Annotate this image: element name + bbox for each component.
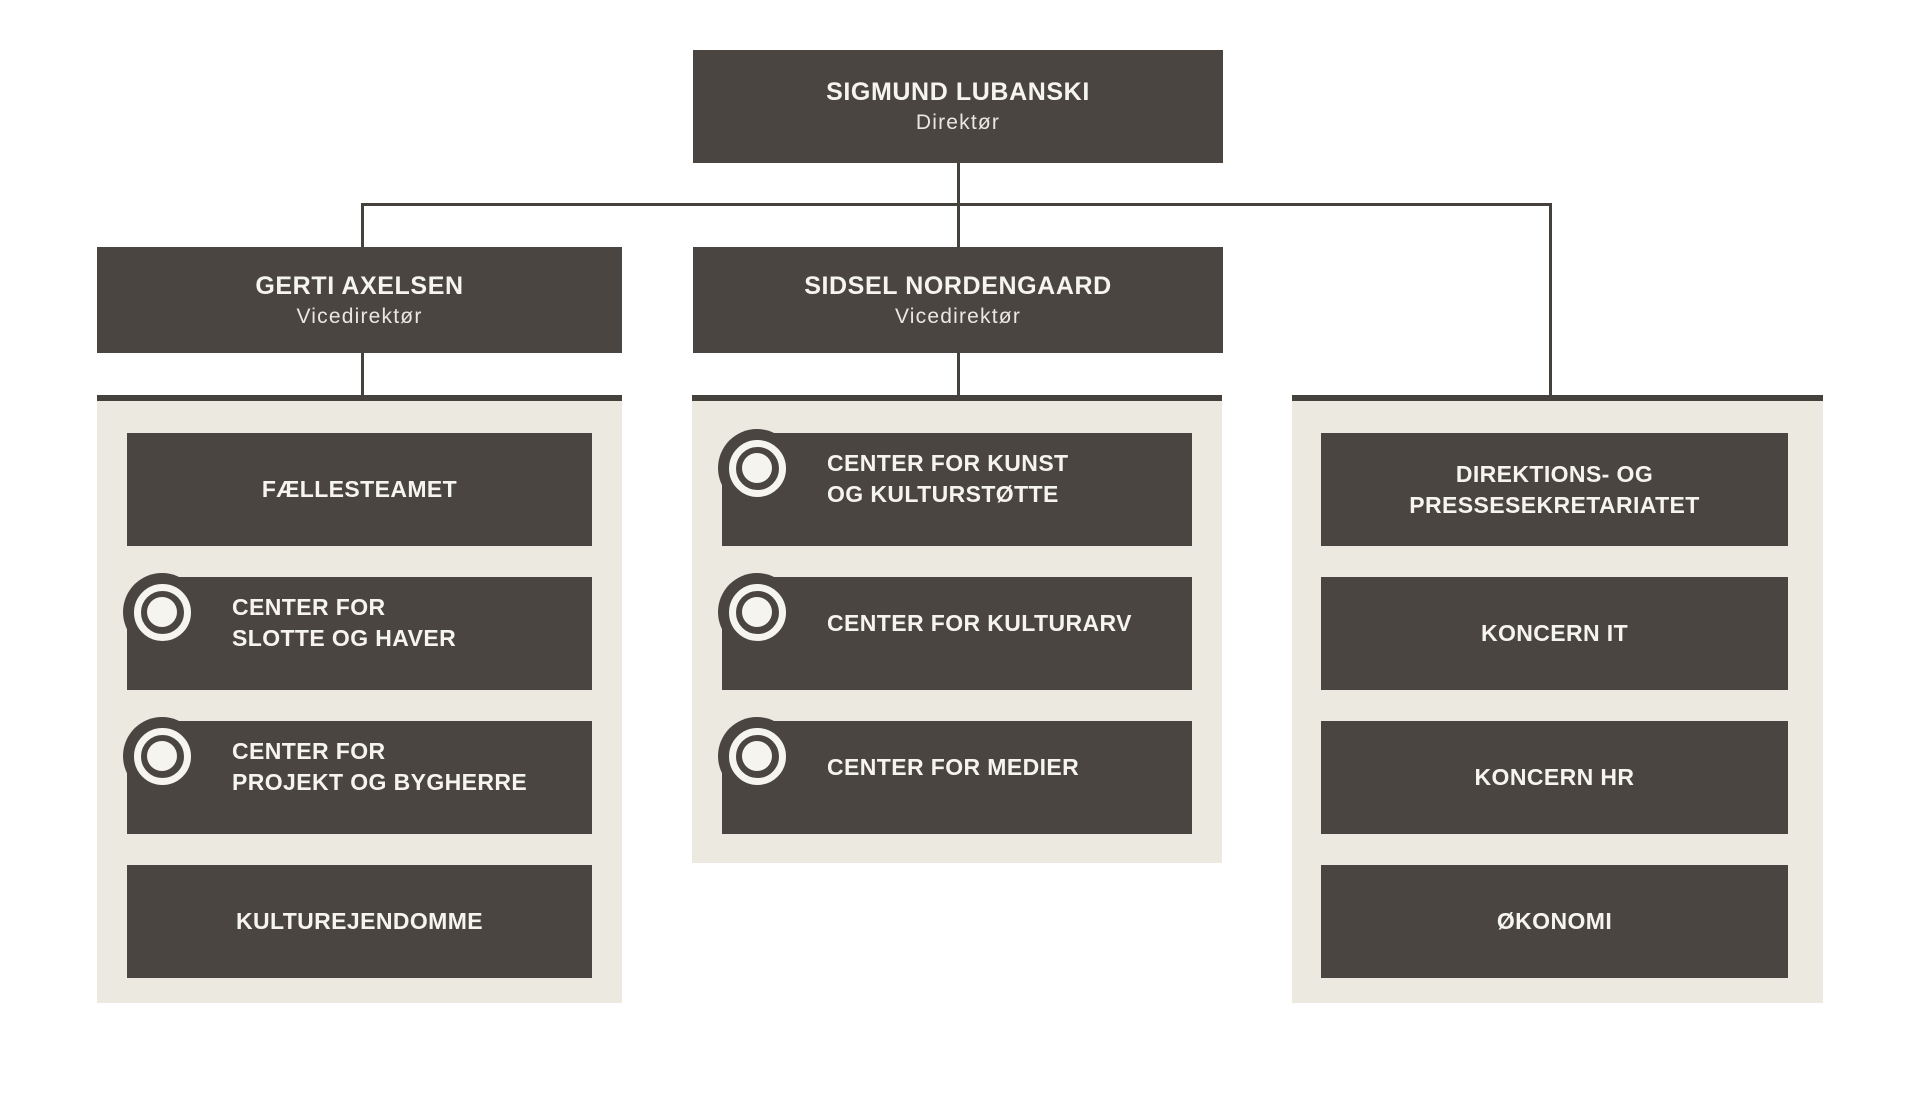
vicedirector-2-title: Vicedirektør (894, 304, 1022, 328)
center-bullseye-icon (123, 717, 201, 795)
unit-label: CENTER FOR PROJEKT OG BYGHERRE (232, 738, 528, 795)
unit-oekonomi: ØKONOMI (1321, 865, 1788, 978)
director-title: Direktør (915, 111, 1001, 134)
panel-column-1: FÆLLESTEAMET CENTER FOR SLOTTE OG HAVER … (97, 395, 622, 1003)
unit-label: KULTUREJENDOMME (235, 908, 484, 934)
unit-label: KONCERN HR (1474, 764, 1635, 790)
unit-label: CENTER FOR KUNST OG KULTURSTØTTE (827, 450, 1069, 507)
unit-label: CENTER FOR KULTURARV (827, 609, 1132, 636)
unit-kulturejendomme: KULTUREJENDOMME (127, 865, 592, 978)
unit-center-projekt-og-bygherre: CENTER FOR PROJEKT OG BYGHERRE (123, 717, 592, 834)
panel-column-3: DIREKTIONS- OG PRESSESEKRETARIATET KONCE… (1292, 395, 1823, 1003)
node-vicedirector-2: SIDSEL NORDENGAARD Vicedirektør (693, 247, 1223, 353)
connector-drop-col1 (361, 203, 364, 247)
center-bullseye-icon (718, 573, 796, 651)
center-bullseye-icon (718, 429, 796, 507)
center-bullseye-icon (718, 717, 796, 795)
node-director: SIGMUND LUBANSKI Direktør (693, 50, 1223, 163)
connector-drop-col2 (957, 203, 960, 247)
unit-label: FÆLLESTEAMET (261, 476, 458, 502)
unit-direktions-og-pressesekretariatet: DIREKTIONS- OG PRESSESEKRETARIATET (1321, 433, 1788, 546)
connector-col1-panel (361, 353, 364, 397)
unit-label: CENTER FOR SLOTTE OG HAVER (232, 594, 457, 651)
unit-center-medier: CENTER FOR MEDIER (718, 717, 1192, 834)
unit-label: KONCERN IT (1480, 620, 1629, 646)
unit-label: DIREKTIONS- OG PRESSESEKRETARIATET (1409, 460, 1700, 518)
panel-column-2: CENTER FOR KUNST OG KULTURSTØTTE CENTER … (692, 395, 1222, 863)
vicedirector-1-title: Vicedirektør (296, 304, 423, 328)
unit-koncern-hr: KONCERN HR (1321, 721, 1788, 834)
center-bullseye-icon (123, 573, 201, 651)
unit-koncern-it: KONCERN IT (1321, 577, 1788, 690)
unit-center-kulturarv: CENTER FOR KULTURARV (718, 573, 1192, 690)
connector-col2-panel (957, 353, 960, 397)
unit-center-slotte-og-haver: CENTER FOR SLOTTE OG HAVER (123, 573, 592, 690)
unit-center-kunst-og-kulturstoette: CENTER FOR KUNST OG KULTURSTØTTE (718, 429, 1192, 546)
connector-root-drop (957, 163, 960, 205)
vicedirector-1-name: GERTI AXELSEN (255, 271, 464, 300)
node-vicedirector-1: GERTI AXELSEN Vicedirektør (97, 247, 622, 353)
vicedirector-2-name: SIDSEL NORDENGAARD (804, 271, 1112, 300)
unit-faellesteamet: FÆLLESTEAMET (127, 433, 592, 546)
director-name: SIGMUND LUBANSKI (826, 78, 1090, 106)
connector-drop-col3 (1549, 203, 1552, 397)
unit-label: CENTER FOR MEDIER (827, 753, 1080, 780)
unit-label: ØKONOMI (1496, 908, 1613, 934)
connector-horizontal (361, 203, 1552, 206)
